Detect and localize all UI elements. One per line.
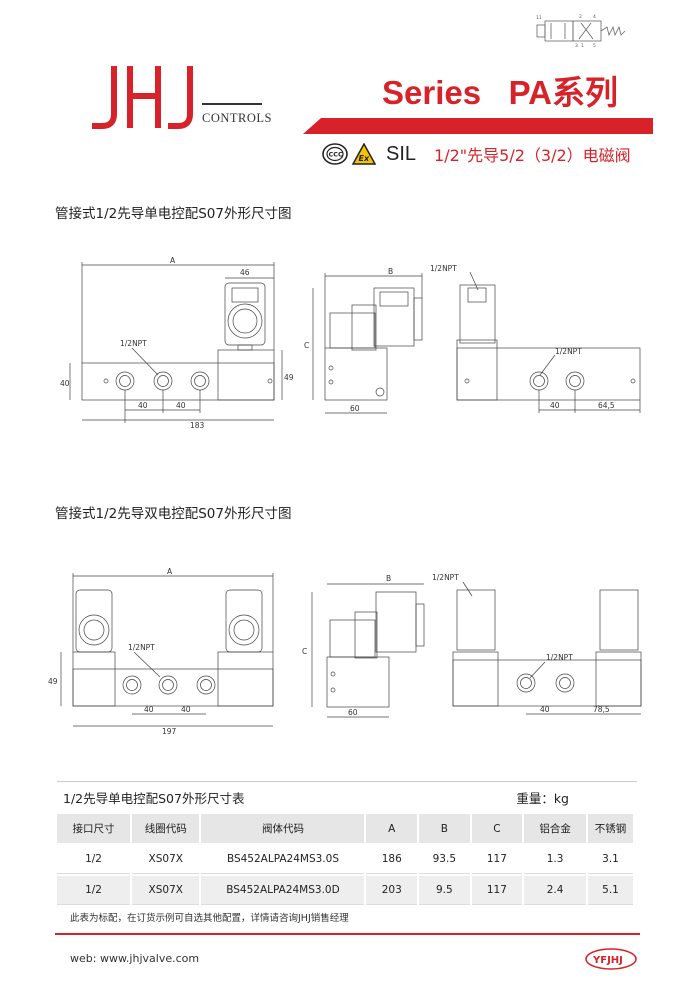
- dim-c: C: [304, 341, 309, 350]
- table-cell: XS07X: [132, 845, 200, 874]
- dim-49: 49: [48, 677, 58, 686]
- dim-49: 49: [284, 373, 294, 382]
- npt-label: 1/2NPT: [432, 573, 459, 582]
- weight-label: 重量：kg: [516, 790, 569, 806]
- table-cell: 9.5: [419, 876, 470, 905]
- dim-40: 40: [138, 401, 148, 410]
- table-cell: BS452ALPA24MS3.0D: [201, 876, 365, 905]
- valve-symbol-icon: 11 2 4 1 3 5: [536, 14, 626, 49]
- col-coil-code: 线圈代码: [132, 814, 200, 843]
- dim-183: 183: [190, 421, 205, 430]
- double-section-title: 管接式1/2先导双电控配S07外形尺寸图: [55, 506, 292, 522]
- table-cell: 203: [366, 876, 418, 905]
- table-cell: 2.4: [524, 876, 586, 905]
- spec-table: 接口尺寸 线圈代码 阀体代码 A B C 铝合金 不锈钢 1/2 XS07X B…: [55, 812, 635, 907]
- dim-78-5: 78,5: [593, 705, 610, 714]
- npt-label: 1/2NPT: [546, 653, 573, 662]
- table-cell: 3.1: [588, 845, 633, 874]
- table-cell: 1.3: [524, 845, 586, 874]
- dim-40: 40: [540, 705, 550, 714]
- table-cell: 93.5: [419, 845, 470, 874]
- col-c: C: [471, 814, 523, 843]
- table-cell: 1/2: [57, 845, 131, 874]
- dim-60: 60: [350, 404, 360, 413]
- red-band: [303, 118, 653, 134]
- table-cell: 117: [471, 845, 523, 874]
- symbol-label: 4: [593, 14, 596, 20]
- npt-label: 1/2NPT: [430, 264, 457, 273]
- npt-label: 1/2NPT: [555, 347, 582, 356]
- ccc-cert-icon: CCC: [322, 143, 348, 165]
- dimension-table: 1/2先导单电控配S07外形尺寸表 重量：kg 接口尺寸 线圈代码 阀体代码 A…: [57, 781, 637, 907]
- col-port-size: 接口尺寸: [57, 814, 131, 843]
- jhj-logo: [92, 66, 193, 129]
- table-cell: 1/2: [57, 876, 131, 905]
- table-cell: 5.1: [588, 876, 633, 905]
- logo-subtitle: CONTROLS: [202, 111, 272, 125]
- dim-64-5: 64,5: [598, 401, 615, 410]
- symbol-label: 1: [581, 43, 584, 49]
- dim-40: 40: [176, 401, 186, 410]
- dim-a: A: [167, 567, 173, 576]
- col-body-code: 阀体代码: [201, 814, 365, 843]
- symbol-label: 3: [575, 43, 578, 49]
- logo-divider: [202, 103, 262, 105]
- dim-40: 40: [550, 401, 560, 410]
- col-a: A: [366, 814, 418, 843]
- dim-c: C: [302, 647, 307, 656]
- table-cell: 186: [366, 845, 418, 874]
- website-link[interactable]: web: www.jhjvalve.com: [70, 952, 200, 965]
- dim-60: 60: [348, 708, 358, 717]
- npt-label: 1/2NPT: [120, 339, 147, 348]
- col-b: B: [419, 814, 470, 843]
- table-cell: XS07X: [132, 876, 200, 905]
- dim-b: B: [388, 267, 393, 276]
- ex-cert-icon: Ex: [352, 143, 376, 165]
- table-cell: BS452ALPA24MS3.0S: [201, 845, 365, 874]
- table-header-row: 接口尺寸 线圈代码 阀体代码 A B C 铝合金 不锈钢: [57, 814, 633, 843]
- table-note: 此表为标配，在订货示例可自选其他配置，详情请咨询JHJ销售经理: [70, 913, 349, 924]
- dim-a: A: [170, 256, 176, 265]
- footer-divider: [55, 933, 640, 935]
- double-solenoid-drawing: A 1/2NPT 40 40 197 49 B C 60 1/2NPT 1/2N…: [48, 567, 642, 736]
- table-header-bar: 1/2先导单电控配S07外形尺寸表 重量：kg: [57, 781, 637, 812]
- table-title: 1/2先导单电控配S07外形尺寸表: [63, 790, 245, 806]
- npt-label: 1/2NPT: [128, 643, 155, 652]
- table-row: 1/2 XS07X BS452ALPA24MS3.0D 203 9.5 117 …: [57, 876, 633, 905]
- table-cell: 117: [471, 876, 523, 905]
- sil-label: SIL: [386, 142, 417, 165]
- ccc-label: CCC: [329, 151, 344, 159]
- footer-logo-text: YFJHJ: [592, 955, 623, 966]
- dim-40: 40: [181, 705, 191, 714]
- dim-40-height: 40: [60, 379, 70, 388]
- dim-40: 40: [144, 705, 154, 714]
- certification-line: CCC Ex SIL 1/2"先导5/2（3/2）电磁阀: [322, 142, 631, 166]
- table-row: 1/2 XS07X BS452ALPA24MS3.0S 186 93.5 117…: [57, 845, 633, 874]
- col-stainless: 不锈钢: [588, 814, 633, 843]
- dim-46: 46: [240, 268, 250, 277]
- symbol-label: 2: [579, 14, 582, 20]
- product-title: 1/2"先导5/2（3/2）电磁阀: [434, 146, 631, 165]
- symbol-label: 5: [593, 43, 596, 49]
- single-solenoid-drawing: A 46 1/2NPT 40 40 183 40 49 B C 60 1/2NP…: [60, 256, 641, 430]
- dim-b: B: [386, 574, 391, 583]
- symbol-label: 11: [536, 15, 542, 21]
- series-title: Series PA系列: [382, 74, 618, 111]
- ex-label: Ex: [359, 154, 370, 163]
- col-aluminum: 铝合金: [524, 814, 586, 843]
- yfjhj-logo: YFJHJ: [585, 948, 637, 970]
- dim-197: 197: [162, 727, 177, 736]
- single-section-title: 管接式1/2先导单电控配S07外形尺寸图: [55, 206, 292, 222]
